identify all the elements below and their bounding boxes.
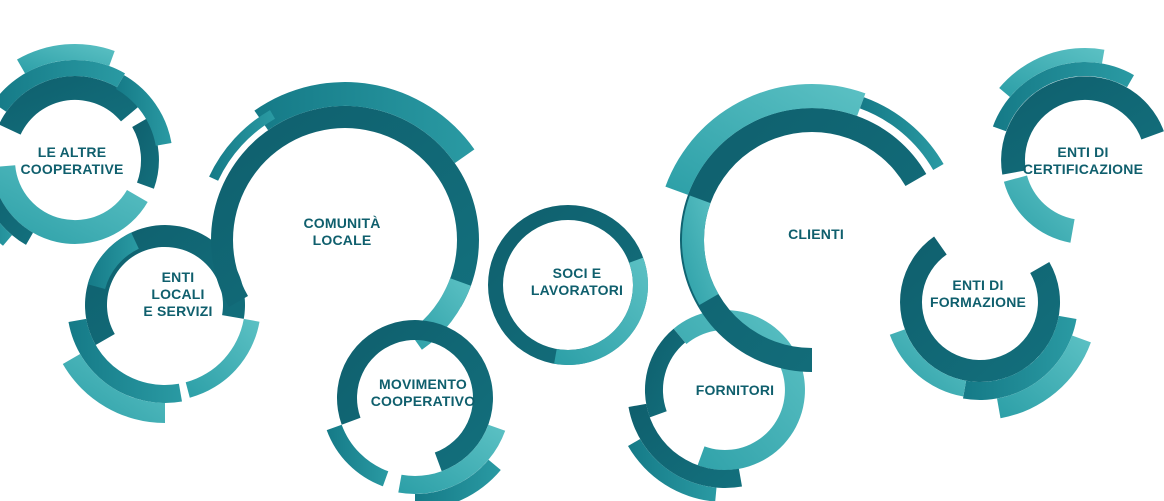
ring-arc — [997, 335, 1091, 419]
ring-arc — [999, 48, 1105, 97]
ring-arc — [900, 236, 1061, 383]
node-label-line: MOVIMENTO — [379, 376, 467, 392]
ring-arc — [628, 403, 742, 488]
ring-arc — [0, 165, 148, 244]
ring-arc — [254, 82, 475, 164]
node-label-line: LE ALTRE — [38, 144, 106, 160]
ring-arc — [0, 76, 140, 135]
ring-arc — [209, 110, 275, 181]
node-label-line: CLIENTI — [788, 226, 844, 242]
node-label-line: E SERVIZI — [143, 303, 212, 319]
ring-arc — [185, 318, 260, 398]
node-label-fornitori: FORNITORI — [696, 382, 775, 398]
ring-arc — [326, 424, 389, 487]
ring-arc — [665, 83, 866, 195]
ring-arc — [628, 439, 717, 501]
node-label-line: COOPERATIVO — [371, 393, 476, 409]
node-label-line: LAVORATORI — [531, 282, 623, 298]
ring-arc — [116, 75, 172, 146]
ring-arcs — [0, 43, 1164, 501]
ring-arc — [0, 60, 125, 112]
node-label-line: FORMAZIONE — [930, 294, 1026, 310]
ring-arc — [68, 318, 182, 403]
node-label-line: LOCALI — [151, 286, 204, 302]
ring-arc — [1003, 175, 1075, 243]
ring-arc — [889, 329, 967, 397]
ring-arc — [644, 328, 686, 418]
ring-arc — [963, 315, 1077, 400]
ring-arc — [87, 232, 139, 289]
ring-arc — [132, 118, 159, 189]
node-label-clienti: CLIENTI — [788, 226, 844, 242]
ring-arc — [1001, 76, 1164, 175]
ring-arc — [992, 61, 1134, 132]
node-label-line: COMUNITÀ — [303, 215, 380, 231]
ring-arc — [398, 424, 506, 494]
ring-arc — [17, 43, 115, 74]
node-label-line: FORNITORI — [696, 382, 775, 398]
node-label-line: ENTI DI — [1057, 144, 1108, 160]
node-label-line: ENTI — [162, 269, 195, 285]
ring-arc — [62, 354, 165, 423]
ring-arc — [859, 97, 944, 170]
node-label-line: SOCI E — [553, 265, 602, 281]
ring-arc — [0, 197, 33, 245]
node-label-line: CERTIFICAZIONE — [1023, 161, 1143, 177]
ring-arc — [554, 257, 649, 366]
ring-arc — [415, 459, 501, 501]
ring-arc — [681, 195, 719, 305]
node-label-line: ENTI DI — [952, 277, 1003, 293]
ring-arc — [0, 223, 12, 246]
node-label-line: COOPERATIVE — [20, 161, 123, 177]
node-label-line: LOCALE — [313, 232, 372, 248]
